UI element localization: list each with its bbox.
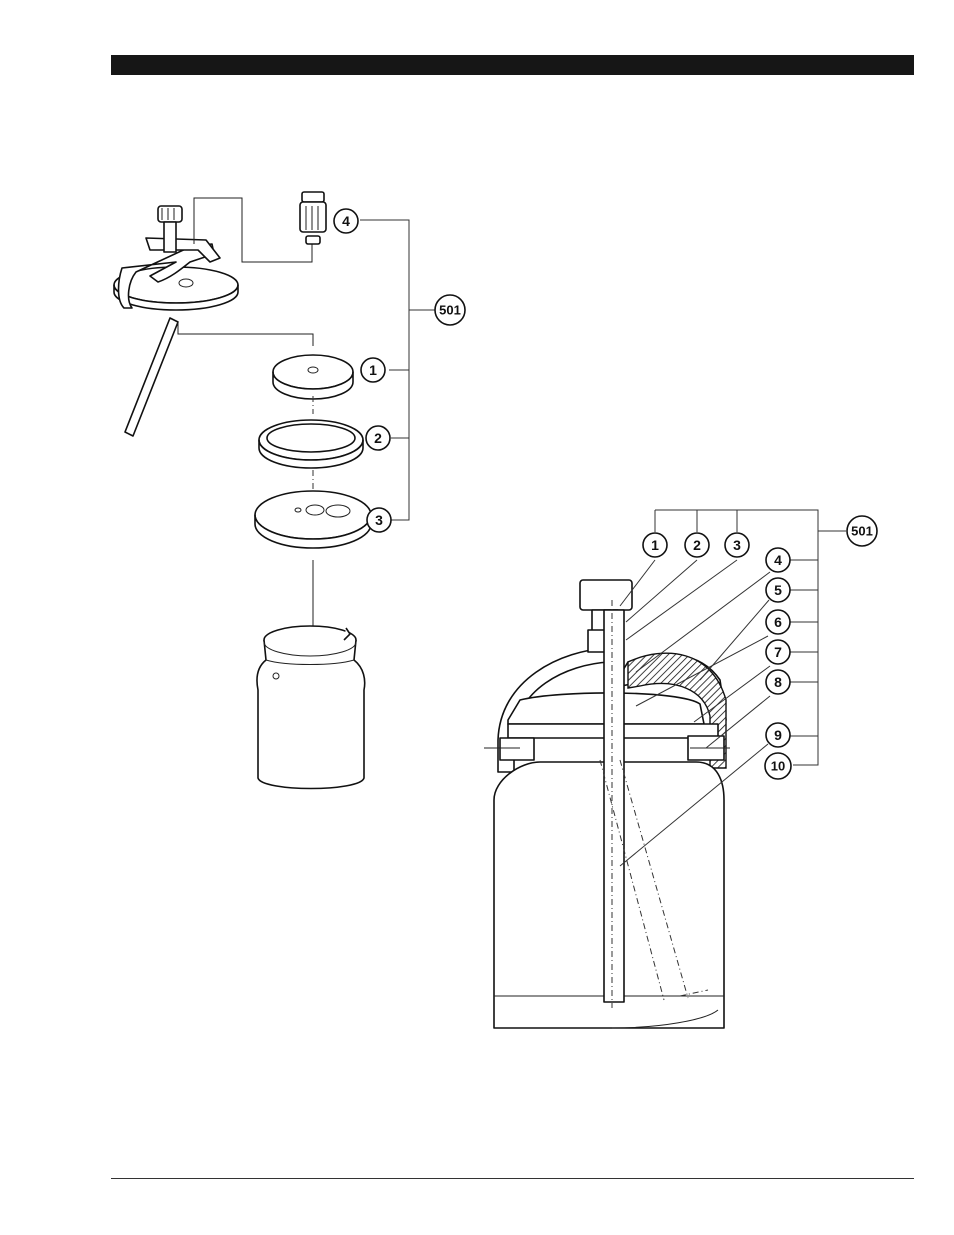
callout-4-right: 4 [766,548,790,572]
callout-5-right: 5 [766,578,790,602]
callout-7-right: 7 [766,640,790,664]
callout-8-right: 8 [766,670,790,694]
cup-lid-part [255,491,371,548]
callout-2-left: 2 [366,426,390,450]
callout-2-right: 2 [685,533,709,557]
svg-text:7: 7 [774,644,782,660]
callout-6-right: 6 [766,610,790,634]
paint-cup-part [257,626,365,789]
exploded-view: 4 501 1 2 3 [114,192,465,789]
callout-1-right: 1 [643,533,667,557]
callout-1-left: 1 [361,358,385,382]
svg-text:10: 10 [771,759,785,774]
seal-ring-part [259,420,363,468]
callout-501-left: 501 [435,295,465,325]
svg-text:1: 1 [369,362,377,378]
lid-assembly-drawing [114,206,238,436]
callout-9-right: 9 [766,723,790,747]
svg-text:5: 5 [774,582,782,598]
svg-text:6: 6 [774,614,782,630]
gasket-part [273,355,353,399]
check-valve-part [300,192,326,244]
svg-text:501: 501 [439,303,461,318]
callout-3-left: 3 [367,508,391,532]
svg-text:2: 2 [693,537,701,553]
callout-3-right: 3 [725,533,749,557]
svg-text:501: 501 [851,524,873,539]
section-view: 1 2 3 4 5 6 7 8 [484,510,877,1028]
svg-text:4: 4 [774,552,782,568]
svg-text:1: 1 [651,537,659,553]
callout-10-right: 10 [765,753,791,779]
svg-text:3: 3 [733,537,741,553]
svg-text:4: 4 [342,213,350,229]
svg-text:3: 3 [375,512,383,528]
callout-4-left: 4 [334,209,358,233]
svg-text:9: 9 [774,727,782,743]
svg-text:2: 2 [374,430,382,446]
callout-501-right: 501 [847,516,877,546]
svg-text:8: 8 [774,674,782,690]
